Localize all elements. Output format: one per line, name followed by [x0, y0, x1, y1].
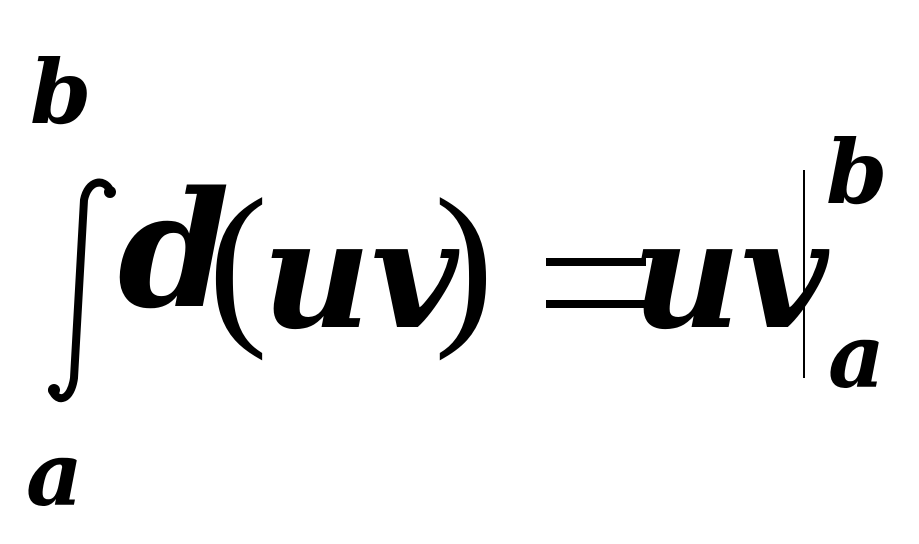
integral-sign	[48, 178, 116, 403]
integral-upper-limit: b	[30, 40, 92, 144]
open-parenthesis: (	[208, 162, 268, 361]
evaluation-upper-limit: b	[826, 120, 888, 224]
evaluation-bar	[803, 170, 805, 378]
differential-d: d	[118, 156, 230, 344]
equals-sign	[546, 258, 646, 308]
integral-lower-limit: a	[26, 422, 84, 526]
result-uv: uv	[632, 187, 829, 363]
close-parenthesis: )	[434, 162, 494, 361]
integrand-uv: uv	[262, 187, 459, 363]
evaluation-lower-limit: a	[828, 304, 886, 408]
